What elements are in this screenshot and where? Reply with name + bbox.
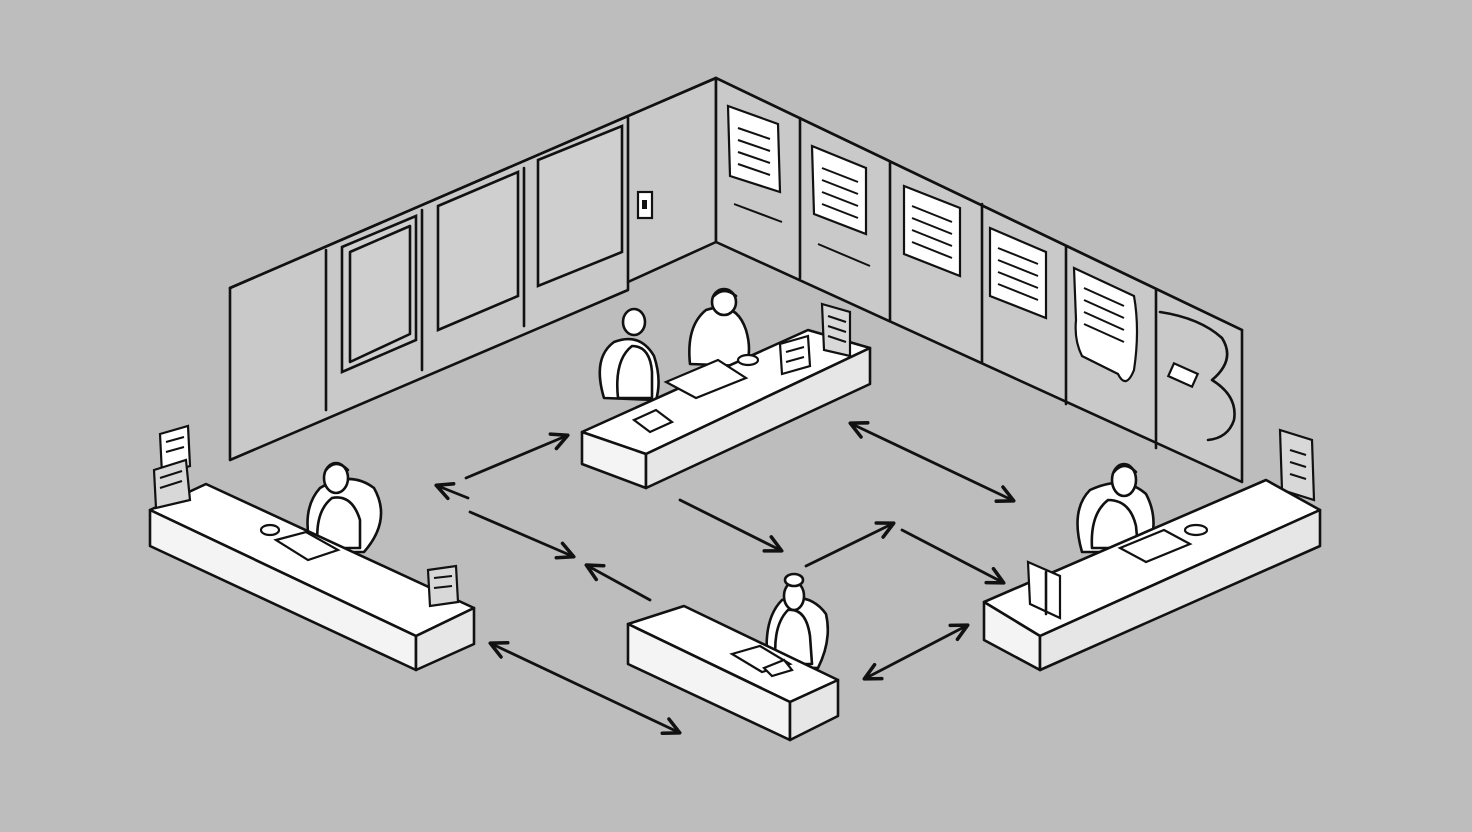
- arrow-4: [584, 563, 652, 602]
- document-panel-5: [1072, 266, 1139, 383]
- right-desk: [982, 428, 1322, 672]
- left-desk: [148, 424, 476, 672]
- arrow-6: [848, 421, 1016, 503]
- paper-on-left-desk: [259, 523, 341, 562]
- document-panel-6: [1158, 310, 1236, 442]
- document-panel-4: [988, 226, 1048, 320]
- document-panel-3: [902, 184, 962, 278]
- window-1: [340, 214, 418, 374]
- window-3: [536, 124, 624, 288]
- person-back-1: [598, 307, 660, 402]
- paper-on-front-desk: [729, 644, 794, 678]
- arrow-10: [488, 641, 682, 735]
- person-right: [1076, 462, 1155, 554]
- arrow-8: [900, 528, 1006, 585]
- window-2: [436, 170, 520, 332]
- arrow-1: [464, 432, 570, 480]
- paper-on-right-desk: [1117, 523, 1209, 564]
- paper-on-back-desk: [631, 353, 760, 434]
- arrow-2: [434, 482, 470, 501]
- sign-holder-left: [152, 424, 192, 510]
- right-wall: [714, 76, 1244, 484]
- front-desk: [626, 572, 840, 742]
- person-front: [765, 572, 830, 670]
- document-panel-2: [810, 144, 871, 267]
- sign-card-right: [1026, 560, 1062, 620]
- sign-holder-right: [1278, 428, 1316, 502]
- sign-card-left: [426, 564, 460, 608]
- person-back-2: [688, 287, 751, 368]
- arrow-3: [468, 510, 576, 560]
- flow-arrows: [434, 421, 1016, 735]
- sign-holder-back: [778, 302, 852, 376]
- light-switch-icon: [636, 190, 654, 220]
- arrow-7: [804, 521, 896, 568]
- left-wall: [228, 76, 718, 462]
- arrow-9: [862, 623, 970, 681]
- document-panel-1: [726, 104, 783, 223]
- back-desk: [580, 287, 872, 490]
- arrow-5: [678, 498, 784, 553]
- person-left: [306, 461, 383, 554]
